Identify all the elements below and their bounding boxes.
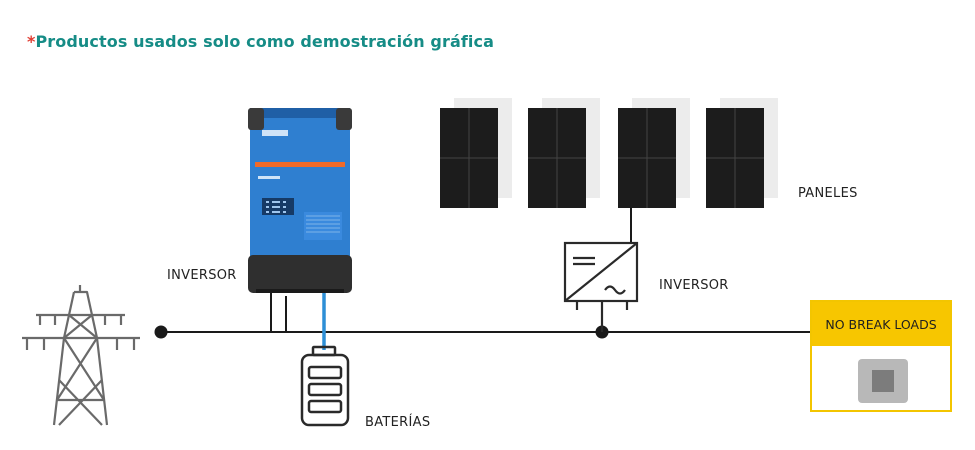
no-break-loads-box: NO BREAK LOADS bbox=[810, 300, 952, 412]
solar-panel bbox=[618, 98, 690, 208]
hybrid-inverter-device bbox=[248, 108, 352, 293]
batteries-label: BATERÍAS bbox=[365, 415, 431, 430]
solar-panel bbox=[528, 98, 600, 208]
battery-icon bbox=[300, 345, 350, 427]
solar-panel bbox=[440, 98, 512, 208]
solar-panel bbox=[706, 98, 778, 208]
load-outlet-icon bbox=[858, 359, 908, 403]
disclaimer-asterisk: * bbox=[27, 32, 36, 51]
load-outlet-inner bbox=[872, 370, 894, 392]
solar-panel-array bbox=[440, 98, 778, 208]
disclaimer-note: *Productos usados solo como demostración… bbox=[27, 32, 494, 51]
panels-label: PANELES bbox=[798, 186, 858, 201]
no-break-loads-title: NO BREAK LOADS bbox=[812, 302, 950, 346]
disclaimer-text: Productos usados solo como demostración … bbox=[35, 32, 494, 51]
inverter-right-label: INVERSOR bbox=[659, 278, 729, 293]
inverter-ac-cables bbox=[270, 290, 287, 332]
inverter-symbol-icon bbox=[563, 241, 639, 332]
power-tower-icon bbox=[22, 285, 140, 426]
grid-junction-node bbox=[154, 325, 168, 339]
inverter-left-label: INVERSOR bbox=[167, 268, 237, 283]
